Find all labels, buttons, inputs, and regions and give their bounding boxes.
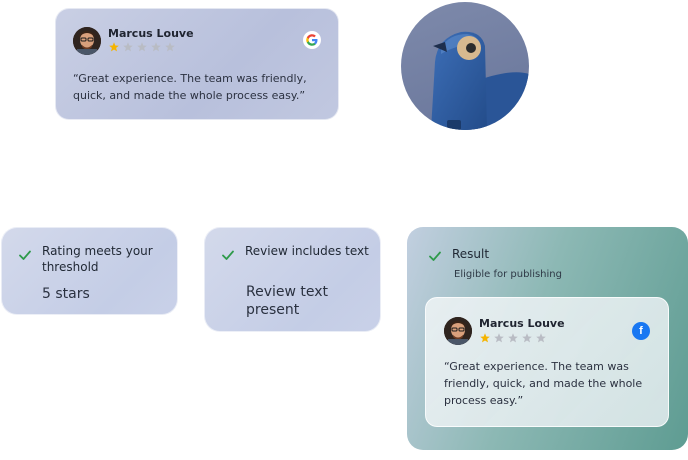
result-subtitle: Eligible for publishing (454, 269, 562, 280)
reviewer-avatar (444, 317, 472, 345)
reviewer-name: Marcus Louve (479, 317, 565, 330)
review-card-facebook: Marcus Louve f “Great experience. The te… (425, 297, 669, 427)
result-title: Result (452, 247, 490, 261)
review-text: “Great experience. The team was friendly… (444, 360, 643, 407)
star-filled-icon (480, 333, 490, 343)
check-title: Rating meets your threshold (42, 244, 153, 274)
check-card-review-text: Review includes text Review text present (204, 227, 381, 332)
star-empty-icon (151, 42, 161, 52)
star-rating (480, 333, 546, 343)
bird-mascot-image (401, 2, 529, 130)
result-panel: Result Eligible for publishing Marcus Lo… (407, 227, 688, 450)
checkmark-icon (429, 251, 441, 261)
checkmark-icon (222, 250, 234, 260)
star-empty-icon (137, 42, 147, 52)
star-empty-icon (536, 333, 546, 343)
google-icon (303, 31, 321, 49)
review-card-google: Marcus Louve “Great experience. The team… (55, 8, 339, 120)
star-empty-icon (494, 333, 504, 343)
checkmark-icon (19, 250, 31, 260)
star-rating (109, 42, 175, 52)
check-card-rating-threshold: Rating meets your threshold 5 stars (1, 227, 178, 315)
star-empty-icon (508, 333, 518, 343)
check-title: Review includes text (245, 244, 369, 258)
star-empty-icon (522, 333, 532, 343)
reviewer-name: Marcus Louve (108, 27, 194, 40)
reviewer-avatar (73, 27, 101, 55)
star-filled-icon (109, 42, 119, 52)
check-value: Review text present (246, 284, 329, 318)
review-text: “Great experience. The team was friendly… (73, 72, 307, 102)
star-empty-icon (123, 42, 133, 52)
facebook-icon: f (632, 322, 650, 340)
star-empty-icon (165, 42, 175, 52)
check-value: 5 stars (42, 286, 90, 302)
